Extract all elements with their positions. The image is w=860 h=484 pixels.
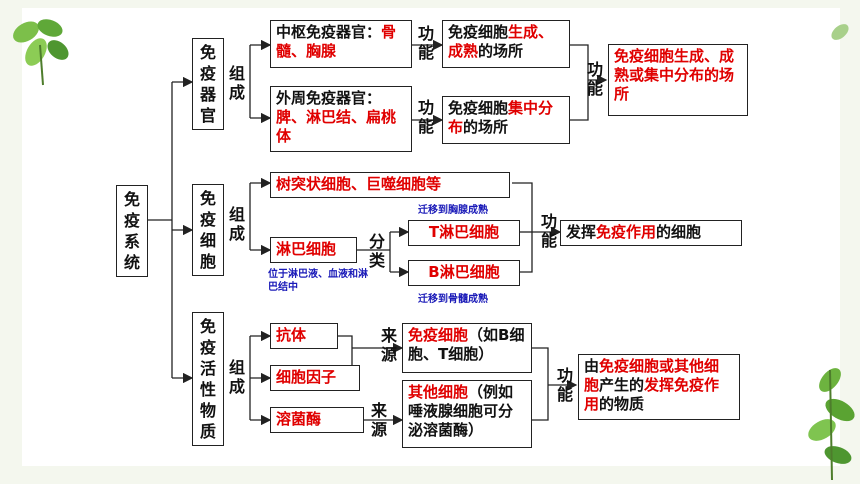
root-box: 免疫系统	[116, 185, 148, 277]
peripheral-organ-box: 外周免疫器官：脾、淋巴结、扁桃体	[270, 86, 412, 152]
peripheral-func-text-c: 的场所	[463, 118, 509, 136]
central-func-label: 功能	[417, 24, 434, 62]
substances-func-p3: 的物质	[599, 395, 645, 413]
dendritic-text: 树突状细胞、巨噬细胞等	[276, 175, 442, 193]
antibody-text: 抗体	[276, 326, 307, 344]
organs-summary-box: 免疫细胞生成、成熟或集中分布的场所	[608, 44, 748, 116]
b-cell-note: 迁移到骨髓成熟	[418, 294, 488, 305]
peripheral-func-text-b: 集中分布	[448, 99, 554, 136]
classify-label: 分类	[368, 232, 385, 270]
peripheral-organ-names: 脾、淋巴结、扁桃体	[276, 108, 397, 145]
organs-relation-label: 组成	[228, 64, 245, 102]
source-label-1: 来源	[380, 326, 397, 364]
substances-relation-label: 组成	[228, 358, 245, 396]
substances-func-p1: 由	[584, 357, 600, 375]
peripheral-func-label: 功能	[417, 98, 434, 136]
substances-func-r2: 发挥免疫作用	[584, 376, 720, 413]
peripheral-func-box: 免疫细胞集中分布的场所	[442, 96, 570, 144]
cells-func-label: 功能	[540, 212, 557, 250]
central-organ-prefix: 中枢免疫器官：	[276, 23, 382, 41]
peripheral-func-text-a: 免疫细胞	[448, 99, 509, 117]
leaf-decoration-top-right	[831, 24, 849, 40]
organs-summary-text: 免疫细胞生成、成熟或集中分布的场所	[614, 47, 735, 103]
t-cell-text: T淋巴细胞	[428, 223, 500, 241]
lymphocyte-box: 淋巴细胞	[270, 237, 357, 263]
leaf-decoration-top-left	[13, 19, 69, 86]
t-cell-box: T淋巴细胞	[408, 220, 520, 246]
source2-box: 其他细胞（例如唾液腺细胞可分泌溶菌酶）	[402, 380, 532, 448]
summary-func-label: 功能	[586, 60, 603, 98]
leaf-decoration-right	[808, 368, 855, 481]
source1-text-rest: （如B细胞、T细胞）	[408, 326, 525, 363]
t-cell-note: 迁移到胸腺成熟	[418, 205, 488, 216]
source1-text-red: 免疫细胞	[408, 326, 469, 344]
lymphocyte-location-note: 位于淋巴液、血液和淋巴结中	[268, 269, 368, 293]
cells-func-text-c: 的细胞	[656, 223, 702, 241]
source-label-2: 来源	[370, 401, 387, 439]
antibody-box: 抗体	[270, 323, 338, 349]
cytokine-text: 细胞因子	[276, 368, 337, 386]
organs-box: 免疫器官	[192, 38, 224, 130]
central-func-box: 免疫细胞生成、成熟的场所	[442, 20, 570, 68]
substances-func-p2: 产生的	[599, 376, 645, 394]
lysozyme-box: 溶菌酶	[270, 407, 364, 433]
cells-label: 免疫细胞	[199, 189, 216, 271]
b-cell-text: B淋巴细胞	[428, 263, 500, 281]
central-func-text-a: 免疫细胞	[448, 23, 509, 41]
cells-relation-label: 组成	[228, 205, 245, 243]
root-label: 免疫系统	[123, 190, 140, 272]
source1-box: 免疫细胞（如B细胞、T细胞）	[402, 323, 532, 373]
dendritic-box: 树突状细胞、巨噬细胞等	[270, 172, 510, 198]
substances-func-label: 功能	[556, 366, 573, 404]
lymphocyte-text: 淋巴细胞	[276, 240, 337, 258]
peripheral-organ-prefix: 外周免疫器官：	[276, 89, 382, 107]
lysozyme-text: 溶菌酶	[276, 410, 322, 428]
central-func-text-b: 生成、成熟	[448, 23, 554, 60]
organs-label: 免疫器官	[199, 43, 216, 125]
source2-text-red: 其他细胞	[408, 383, 469, 401]
substances-func-box: 由免疫细胞或其他细胞产生的发挥免疫作用的物质	[578, 354, 740, 420]
central-organ-box: 中枢免疫器官：骨髓、胸腺	[270, 20, 412, 68]
source2-text-rest: （例如唾液腺细胞可分泌溶菌酶）	[408, 383, 514, 439]
cells-func-text-a: 发挥	[566, 223, 597, 241]
substances-label: 免疫活性物质	[199, 317, 216, 441]
cells-func-text-b: 免疫作用	[596, 223, 657, 241]
cytokine-box: 细胞因子	[270, 365, 360, 391]
b-cell-box: B淋巴细胞	[408, 260, 520, 286]
central-organ-names: 骨髓、胸腺	[276, 23, 397, 60]
central-func-text-c: 的场所	[478, 42, 524, 60]
cells-func-box: 发挥免疫作用的细胞	[560, 220, 742, 246]
substances-func-r1: 免疫细胞或其他细胞	[584, 357, 720, 394]
cells-box: 免疫细胞	[192, 184, 224, 276]
substances-box: 免疫活性物质	[192, 312, 224, 446]
